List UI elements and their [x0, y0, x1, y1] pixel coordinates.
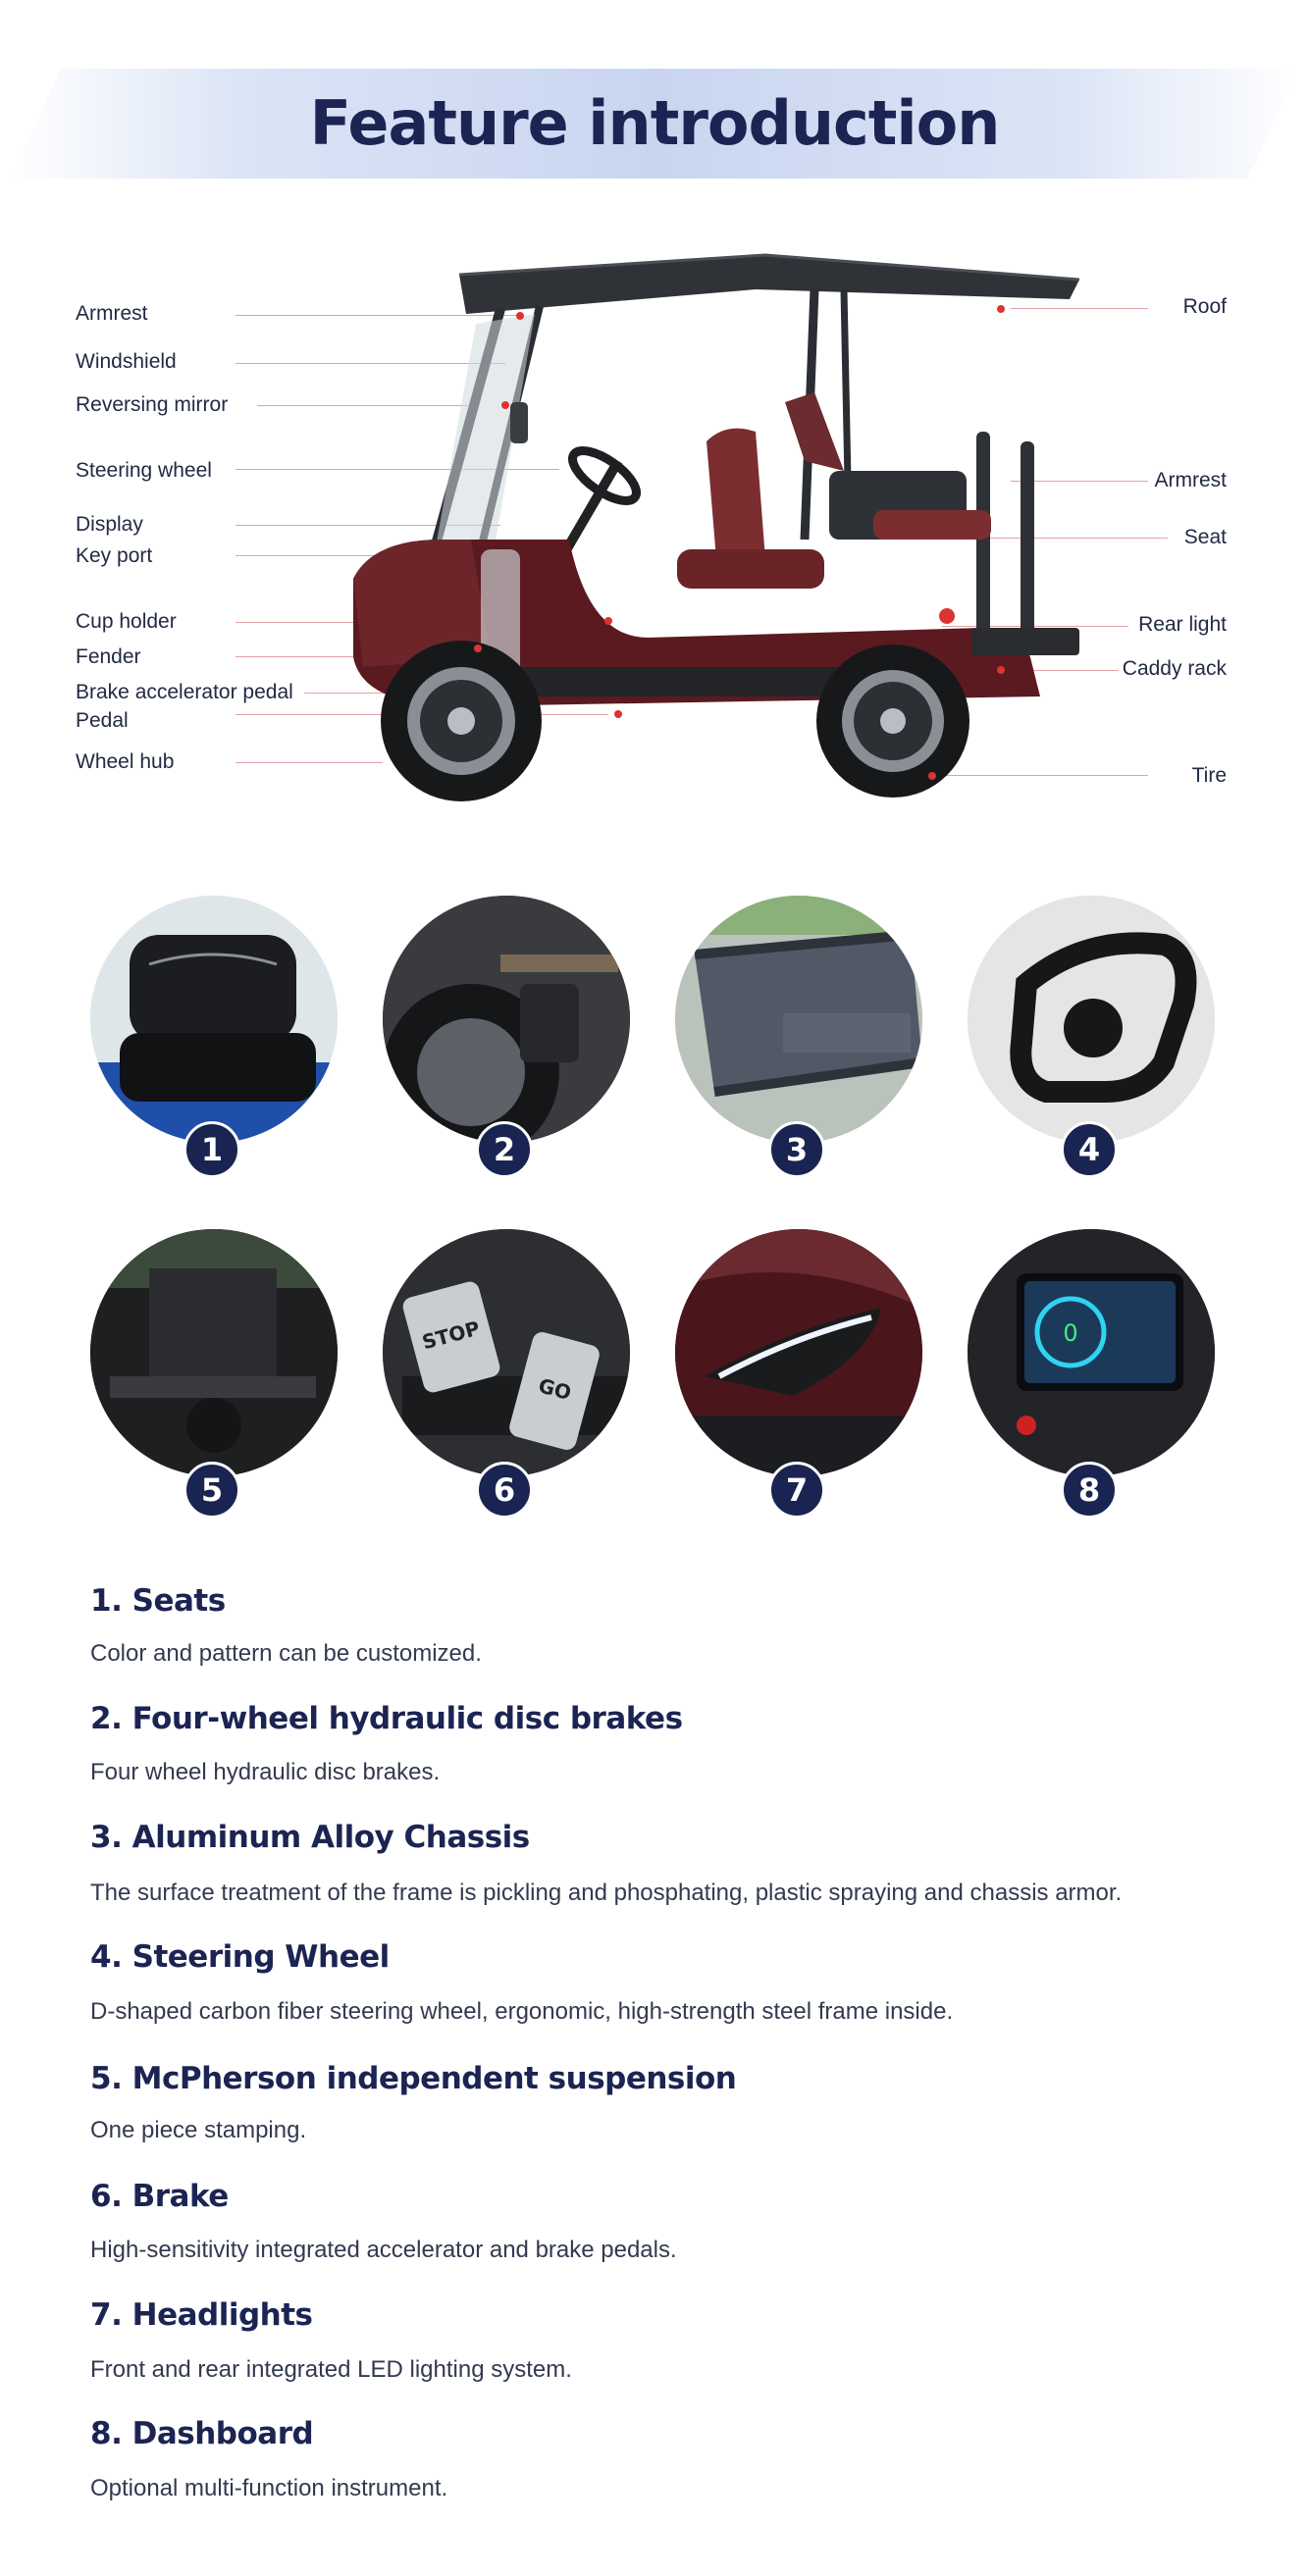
- feature-title-headlights: 7. Headlights: [90, 2297, 313, 2333]
- label-display: Display: [76, 513, 143, 536]
- photo-headlights: [675, 1229, 922, 1476]
- leader-line: [236, 315, 520, 316]
- dashboard-readout: 0: [1063, 1319, 1077, 1347]
- leader-line: [236, 469, 559, 470]
- leader-line: [257, 405, 478, 406]
- feature-desc-seats: Color and pattern can be customized.: [90, 1640, 482, 1667]
- photo-pedals: STOP GO: [383, 1229, 630, 1476]
- badge-3: 3: [768, 1121, 825, 1178]
- feature-desc-brakes: Four wheel hydraulic disc brakes.: [90, 1759, 441, 1785]
- badge-2: 2: [476, 1121, 533, 1178]
- label-reversing-mirror: Reversing mirror: [76, 393, 229, 416]
- front-wheel: [381, 641, 542, 801]
- photo-suspension: [90, 1229, 338, 1476]
- leader-line: [236, 525, 500, 526]
- badge-4: 4: [1061, 1121, 1118, 1178]
- badge-7: 7: [768, 1462, 825, 1519]
- label-brake-accelerator-pedal: Brake accelerator pedal: [76, 681, 293, 703]
- label-tire: Tire: [1191, 764, 1227, 787]
- label-fender: Fender: [76, 645, 141, 668]
- badge-8: 8: [1061, 1462, 1118, 1519]
- feature-desc-chassis: The surface treatment of the frame is pi…: [90, 1880, 1123, 1906]
- feature-desc-brake: High-sensitivity integrated accelerator …: [90, 2237, 677, 2263]
- label-steering-wheel: Steering wheel: [76, 459, 212, 482]
- badge-1: 1: [183, 1121, 240, 1178]
- badge-5: 5: [183, 1462, 240, 1519]
- feature-desc-dashboard: Optional multi-function instrument.: [90, 2475, 448, 2501]
- golf-cart-illustration: [353, 253, 1080, 801]
- label-caddy-rack: Caddy rack: [1122, 657, 1227, 680]
- leader-line: [942, 626, 1128, 627]
- label-roof: Roof: [1182, 295, 1227, 318]
- feature-title-brakes: 2. Four-wheel hydraulic disc brakes: [90, 1701, 683, 1736]
- photo-chassis: [675, 896, 922, 1143]
- feature-title-chassis: 3. Aluminum Alloy Chassis: [90, 1820, 530, 1855]
- leader-line: [236, 363, 505, 364]
- label-rear-light: Rear light: [1138, 613, 1227, 636]
- page-title: Feature introduction: [309, 87, 1001, 159]
- feature-title-seats: 1. Seats: [90, 1583, 226, 1619]
- label-seat: Seat: [1183, 526, 1227, 548]
- feature-title-brake: 6. Brake: [90, 2179, 229, 2214]
- photo-seats: [90, 896, 338, 1143]
- label-windshield: Windshield: [76, 350, 177, 373]
- photo-dashboard: 0: [968, 1229, 1215, 1476]
- label-key-port: Key port: [76, 544, 153, 567]
- leader-line: [932, 775, 1148, 776]
- leader-line: [236, 555, 510, 556]
- leader-line: [236, 762, 383, 763]
- label-cup-holder: Cup holder: [76, 610, 177, 633]
- feature-title-steering: 4. Steering Wheel: [90, 1939, 390, 1975]
- photo-disc-brakes: [383, 896, 630, 1143]
- label-armrest-left: Armrest: [76, 302, 148, 325]
- title-banner: [10, 69, 1299, 179]
- feature-title-suspension: 5. McPherson independent suspension: [90, 2061, 737, 2096]
- label-wheel-hub: Wheel hub: [76, 750, 175, 773]
- photo-steering-wheel: [968, 896, 1215, 1143]
- leader-line: [971, 538, 1168, 539]
- leader-line: [1011, 481, 1148, 482]
- feature-desc-suspension: One piece stamping.: [90, 2117, 307, 2143]
- badge-6: 6: [476, 1462, 533, 1519]
- leader-line: [1011, 308, 1148, 309]
- label-pedal: Pedal: [76, 709, 129, 732]
- feature-desc-steering: D-shaped carbon fiber steering wheel, er…: [90, 1998, 954, 2025]
- label-armrest-right: Armrest: [1154, 469, 1228, 491]
- rear-wheel: [816, 644, 969, 798]
- feature-title-dashboard: 8. Dashboard: [90, 2416, 314, 2451]
- feature-desc-headlights: Front and rear integrated LED lighting s…: [90, 2356, 572, 2383]
- leader-line: [236, 656, 422, 657]
- leader-line: [1001, 670, 1119, 671]
